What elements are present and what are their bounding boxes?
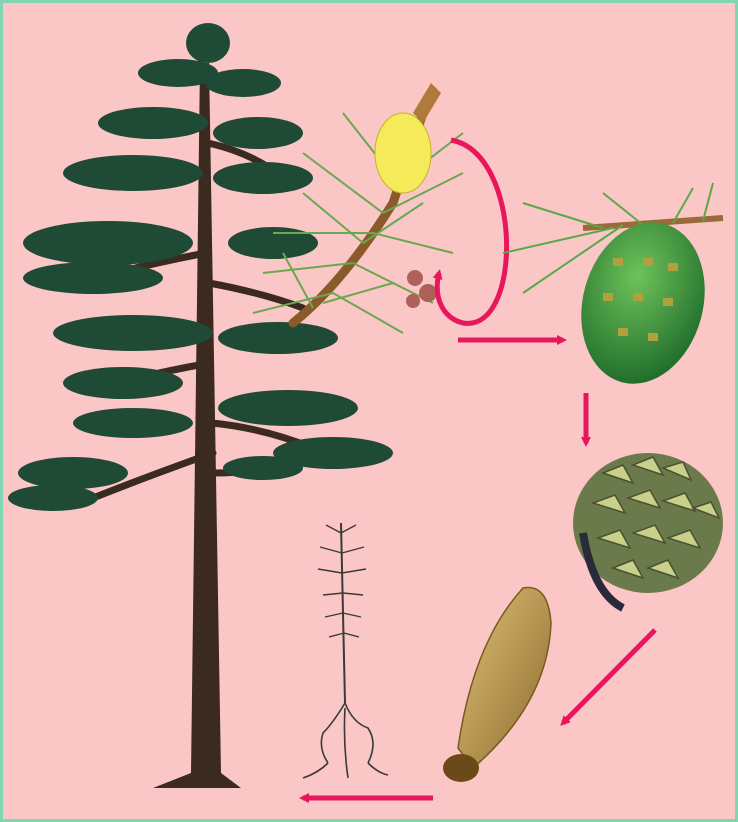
green-cone-icon [503, 183, 723, 398]
open-cone-icon [573, 453, 723, 608]
pollination-loop-arrow [437, 140, 506, 323]
arrow-to-winged-seed [563, 630, 655, 723]
pine-tree-icon [8, 23, 393, 788]
seedling-icon [303, 523, 388, 778]
winged-seed-icon [443, 587, 551, 782]
pine-life-cycle-diagram [3, 3, 735, 819]
